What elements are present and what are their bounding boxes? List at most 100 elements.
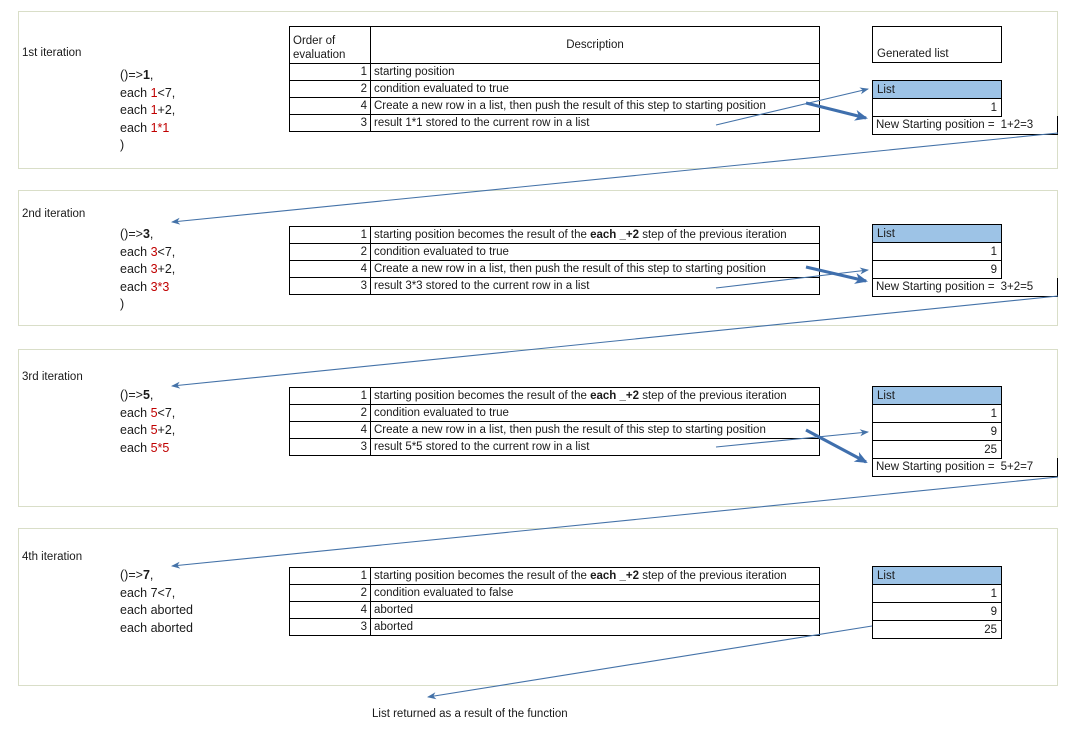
eval-order-value: 3 xyxy=(289,618,371,636)
new-start-position-1: New Starting position = 1+2=3 xyxy=(872,116,1058,135)
code-line: each 5+2, xyxy=(120,422,175,440)
eval-order-value: 2 xyxy=(289,80,371,98)
code-line-prefix: ()=> xyxy=(120,568,143,582)
eval-order-value: 3 xyxy=(289,277,371,295)
code-line: ) xyxy=(120,296,175,314)
new-start-value: 5+2=7 xyxy=(1000,461,1034,473)
code-line-prefix: ()=> xyxy=(120,388,143,402)
new-start-value: 3+2=5 xyxy=(1000,281,1034,293)
list-header-row: List xyxy=(872,386,1002,405)
code-line-prefix: each aborted xyxy=(120,603,193,618)
eval-order-value: 4 xyxy=(289,601,371,619)
eval-order-value: 4 xyxy=(289,260,371,278)
code-line-suffix: <7, xyxy=(157,244,176,259)
code-line: each 3<7, xyxy=(120,244,175,262)
code-line-suffix: , xyxy=(149,388,154,402)
eval-description-emphasis: each _+2 xyxy=(590,570,639,582)
list-header-cell: List xyxy=(872,566,1002,585)
code-line: each 1*1 xyxy=(120,120,175,138)
iteration-label-3: 3rd iteration xyxy=(22,371,83,383)
code-line: each 7<7, xyxy=(120,585,193,603)
code-line-value: 7 xyxy=(142,568,150,582)
list-row: 25 xyxy=(872,440,1002,459)
eval-header-description: Description xyxy=(370,26,820,64)
list-value-cell: 9 xyxy=(872,602,1002,621)
generated-list-header-box-1: Generated list xyxy=(872,26,1002,63)
new-start-position-3: New Starting position = 5+2=7 xyxy=(872,458,1058,477)
eval-order-value: 2 xyxy=(289,243,371,261)
code-block-1: ()=>1,each 1<7,each 1+2,each 1*1) xyxy=(120,67,175,155)
eval-description: Create a new row in a list, then push th… xyxy=(370,421,820,439)
list-value-cell: 1 xyxy=(872,584,1002,603)
code-line-suffix: , xyxy=(149,68,154,82)
eval-order-value: 3 xyxy=(289,114,371,132)
code-line-prefix: each xyxy=(120,279,151,294)
list-row: 1 xyxy=(872,242,1002,261)
eval-description: Create a new row in a list, then push th… xyxy=(370,97,820,115)
code-line: ) xyxy=(120,137,175,155)
footer-note: List returned as a result of the functio… xyxy=(372,708,568,720)
code-line-value: 5 xyxy=(150,423,158,438)
code-line: each aborted xyxy=(120,620,193,638)
eval-order-value: 1 xyxy=(289,63,371,81)
code-line: ()=>3, xyxy=(120,226,175,244)
eval-order-value: 4 xyxy=(289,97,371,115)
list-value-cell: 25 xyxy=(872,620,1002,639)
list-header-cell: List xyxy=(872,386,1002,405)
eval-header-order: Order of evaluation xyxy=(289,26,371,64)
eval-order-value: 3 xyxy=(289,438,371,456)
new-start-label: New Starting position = xyxy=(876,281,995,293)
list-value-cell: 25 xyxy=(872,440,1002,459)
code-line-value: 5 xyxy=(150,405,158,420)
list-row: 9 xyxy=(872,260,1002,279)
eval-description: aborted xyxy=(370,601,820,619)
code-line: each 5*5 xyxy=(120,440,175,458)
code-line-value: 3 xyxy=(142,227,150,241)
code-line-value: 3*3 xyxy=(150,279,170,294)
eval-description: starting position becomes the result of … xyxy=(370,387,820,405)
list-row: 9 xyxy=(872,422,1002,441)
eval-description: starting position xyxy=(370,63,820,81)
code-line: ()=>1, xyxy=(120,67,175,85)
iteration-label-1: 1st iteration xyxy=(22,47,82,59)
eval-order-value: 4 xyxy=(289,421,371,439)
list-value-cell: 1 xyxy=(872,404,1002,423)
list-header-row: List xyxy=(872,566,1002,585)
list-header-cell: List xyxy=(872,224,1002,243)
eval-description: condition evaluated to true xyxy=(370,243,820,261)
list-row: 1 xyxy=(872,98,1002,117)
eval-description: result 3*3 stored to the current row in … xyxy=(370,277,820,295)
list-row: 9 xyxy=(872,602,1002,621)
eval-description: starting position becomes the result of … xyxy=(370,226,820,244)
eval-description: starting position becomes the result of … xyxy=(370,567,820,585)
list-value-cell: 1 xyxy=(872,242,1002,261)
code-line: each 1<7, xyxy=(120,85,175,103)
code-line-prefix: each 7<7, xyxy=(120,585,176,600)
code-line-prefix: each xyxy=(120,423,151,438)
code-line-suffix: , xyxy=(149,568,154,582)
code-line: each 3+2, xyxy=(120,261,175,279)
code-line-prefix: each xyxy=(120,244,151,259)
eval-order-value: 1 xyxy=(289,387,371,405)
eval-description: result 5*5 stored to the current row in … xyxy=(370,438,820,456)
iteration-label-2: 2nd iteration xyxy=(22,208,86,220)
list-value-cell: 9 xyxy=(872,260,1002,279)
new-start-label: New Starting position = xyxy=(876,461,995,473)
generated-list-label: Generated list xyxy=(877,48,949,60)
